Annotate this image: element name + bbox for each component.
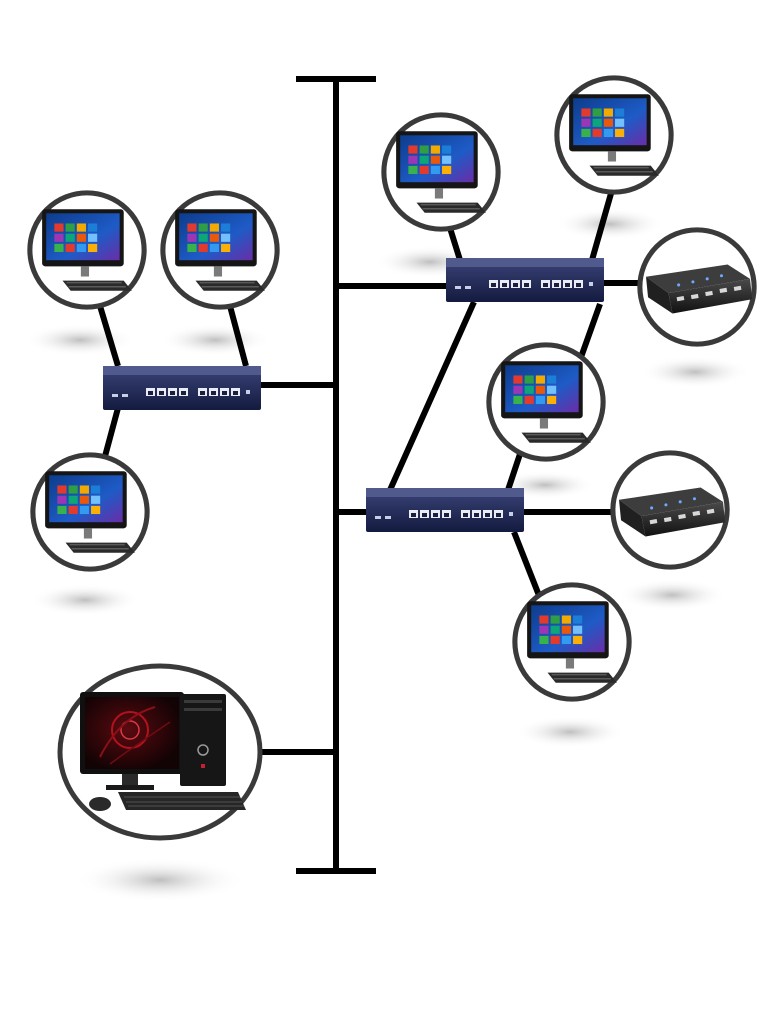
pc-2-monitor-icon bbox=[163, 193, 277, 307]
cable-switch-1-pc-3 bbox=[101, 407, 121, 461]
cable-switch-1-pc-1 bbox=[97, 305, 121, 367]
pc-5-monitor-icon bbox=[557, 78, 671, 192]
cable-switch-2-switch-3 bbox=[387, 300, 477, 492]
cable-group bbox=[97, 76, 640, 874]
switch-2-icon bbox=[446, 258, 604, 302]
switch-1-icon bbox=[103, 366, 261, 410]
cable-switch-1-pc-2 bbox=[227, 305, 249, 367]
pc-6-monitor-icon bbox=[489, 345, 603, 459]
cable-switch-2-pc-5 bbox=[589, 189, 615, 261]
pc-1-monitor-icon bbox=[30, 193, 144, 307]
cable-switch-2-pc-6 bbox=[577, 302, 603, 362]
pc-3-monitor-icon bbox=[33, 455, 147, 569]
hub-1-icon bbox=[640, 230, 754, 344]
cable-switch-2-pc-4 bbox=[447, 227, 463, 261]
cable-switch-3-pc-7 bbox=[511, 530, 543, 600]
switch-3-icon bbox=[366, 488, 524, 532]
pc-4-monitor-icon bbox=[384, 115, 498, 229]
hub-2-icon bbox=[613, 453, 727, 567]
server-desktop-tower-icon bbox=[57, 663, 263, 841]
pc-7-monitor-icon bbox=[515, 585, 629, 699]
